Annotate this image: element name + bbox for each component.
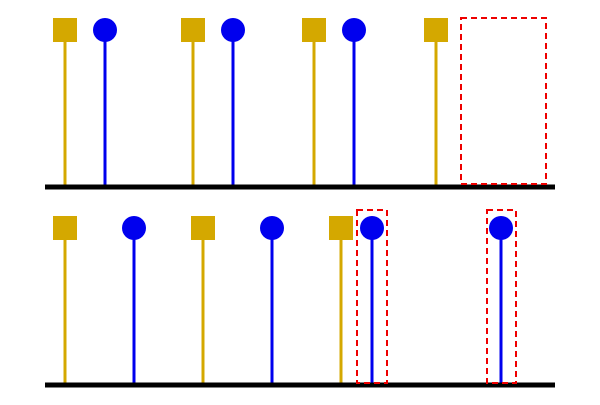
circle-stem-6 (342, 18, 366, 185)
circle-stem-6 (360, 216, 384, 383)
circle-marker-icon (489, 216, 513, 240)
square-marker-icon (329, 216, 353, 240)
circle-marker-icon (342, 18, 366, 42)
square-stem-7 (424, 18, 448, 185)
circle-stem-4 (221, 18, 245, 185)
circle-stem-4 (260, 216, 284, 383)
circle-marker-icon (360, 216, 384, 240)
square-marker-icon (424, 18, 448, 42)
square-marker-icon (181, 18, 205, 42)
square-stem-5 (329, 216, 353, 383)
square-stem-1 (53, 216, 77, 383)
dashed-highlight-box-1 (356, 209, 388, 384)
square-marker-icon (53, 216, 77, 240)
square-marker-icon (191, 216, 215, 240)
bottom-row (45, 209, 555, 388)
circle-stem-2 (122, 216, 146, 383)
square-marker-icon (53, 18, 77, 42)
top-row (45, 17, 555, 190)
square-stem-3 (181, 18, 205, 185)
circle-marker-icon (93, 18, 117, 42)
circle-marker-icon (260, 216, 284, 240)
square-marker-icon (302, 18, 326, 42)
square-stem-1 (53, 18, 77, 185)
dashed-highlight-box-2 (486, 209, 517, 384)
square-stem-5 (302, 18, 326, 185)
circle-stem-2 (93, 18, 117, 185)
dashed-highlight-box-1 (460, 17, 547, 185)
circle-marker-icon (122, 216, 146, 240)
square-stem-3 (191, 216, 215, 383)
circle-marker-icon (221, 18, 245, 42)
circle-stem-7 (489, 216, 513, 383)
